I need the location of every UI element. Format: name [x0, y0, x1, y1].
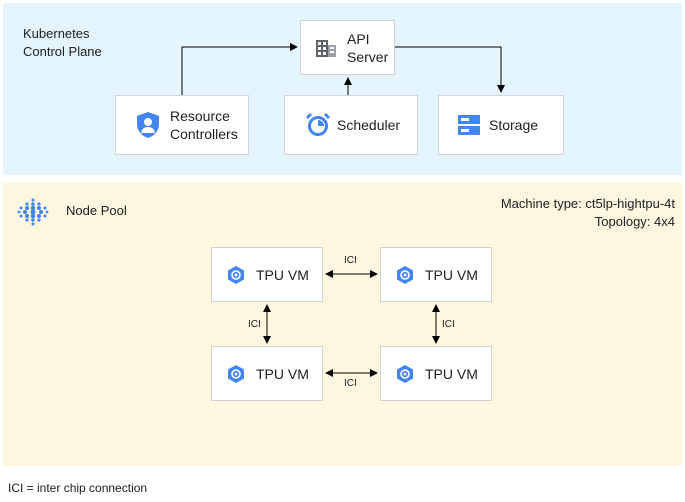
- machine-type: Machine type: ct5lp-hightpu-4t: [500, 196, 675, 211]
- gke-hexagon-icon: [397, 265, 413, 284]
- resource-controllers-box[interactable]: Resource Controllers: [115, 95, 249, 155]
- node-pool-dots-icon: [17, 198, 49, 226]
- scheduler-box[interactable]: Scheduler: [284, 95, 418, 155]
- control-plane-title: Kubernetes Control Plane: [23, 25, 123, 61]
- control-plane-title-line1: Kubernetes: [23, 26, 90, 41]
- ici-label-bottom: ICI: [344, 378, 357, 389]
- gke-hexagon-icon: [397, 364, 413, 383]
- server-stack-icon: [458, 115, 480, 135]
- gke-hexagon-icon: [228, 364, 244, 383]
- shield-user-icon: [137, 112, 159, 138]
- topology: Topology: 4x4: [594, 214, 675, 229]
- api-server-label-line2: Server: [347, 48, 389, 65]
- machine-info: Machine type: ct5lp-hightpu-4t Topology:…: [501, 195, 675, 231]
- storage-label: Storage: [489, 117, 539, 133]
- arrow-api-to-storage: [395, 46, 505, 93]
- node-pool-panel: [3, 183, 682, 466]
- resource-controllers-line1: Resource: [170, 108, 230, 124]
- storage-box[interactable]: Storage: [438, 95, 564, 155]
- tpu-vm-bottom-left[interactable]: TPU VM: [211, 346, 323, 401]
- legend: ICI = inter chip connection: [8, 481, 148, 495]
- api-server-box[interactable]: API Server: [300, 20, 395, 75]
- tpu-vm-top-right[interactable]: TPU VM: [380, 247, 492, 302]
- tpu-vm-top-left[interactable]: TPU VM: [211, 247, 323, 302]
- tpu-vm-label: TPU VM: [425, 365, 478, 382]
- scheduler-label: Scheduler: [337, 117, 401, 133]
- gke-hexagon-icon: [228, 265, 244, 284]
- resource-controllers-label: Resource Controllers: [170, 107, 238, 143]
- tpu-vm-label: TPU VM: [256, 365, 309, 382]
- control-plane-title-line2: Control Plane: [23, 44, 102, 59]
- node-pool-label: Node Pool: [66, 203, 127, 218]
- arrow-controllers-to-api: [181, 43, 298, 95]
- api-server-label-line1: API: [347, 30, 370, 47]
- alarm-clock-icon: [305, 112, 331, 136]
- api-server-label: API Server: [347, 30, 388, 66]
- resource-controllers-line2: Controllers: [170, 126, 238, 142]
- building-icon: [316, 39, 336, 57]
- ici-label-top: ICI: [344, 255, 357, 266]
- ici-label-right: ICI: [442, 319, 455, 330]
- tpu-vm-label: TPU VM: [425, 266, 478, 283]
- tpu-vm-bottom-right[interactable]: TPU VM: [380, 346, 492, 401]
- ici-label-left: ICI: [248, 319, 261, 330]
- tpu-vm-label: TPU VM: [256, 266, 309, 283]
